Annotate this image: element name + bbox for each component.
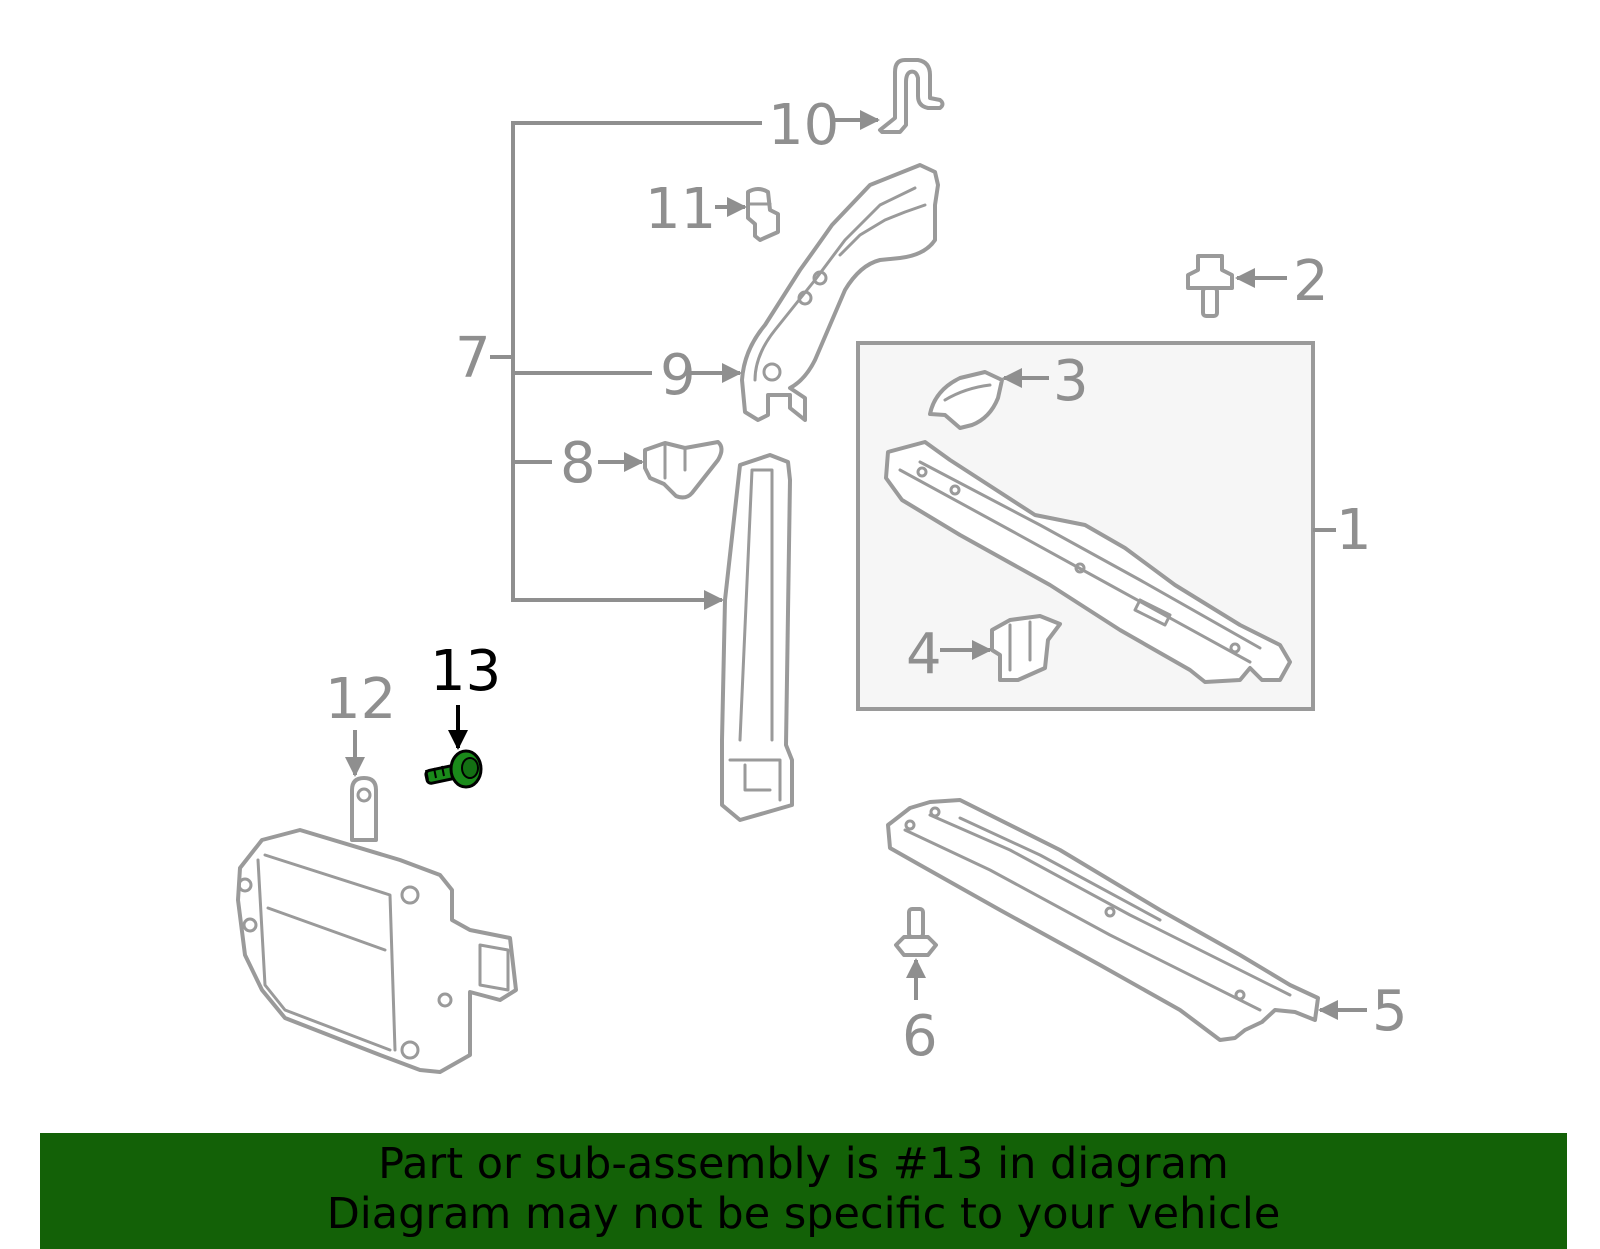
part-10-clip: [835, 58, 945, 134]
part-1-crossmember: [884, 440, 1292, 684]
info-banner: Part or sub-assembly is #13 in diagram D…: [40, 1133, 1567, 1249]
callout-3: 3: [1053, 349, 1089, 414]
part-2-bolt: [1186, 254, 1287, 318]
part-3-bracket: [928, 368, 1049, 430]
part-6-bolt: [894, 907, 938, 1000]
callout-1: 1: [1336, 498, 1372, 563]
part-12-sensor: [236, 730, 518, 1074]
part-4-bracket: [940, 614, 1062, 682]
callout-10: 10: [768, 93, 839, 158]
banner-line-2: Diagram may not be specific to your vehi…: [326, 1189, 1281, 1239]
callout-11: 11: [645, 177, 716, 242]
part-13-bolt: [424, 705, 483, 789]
part-8-bracket: [598, 440, 724, 500]
callout-13: 13: [430, 639, 501, 704]
part-11-retainer: [715, 187, 780, 242]
callout-4: 4: [906, 622, 942, 687]
callout-2: 2: [1293, 249, 1329, 314]
callout-6: 6: [902, 1004, 938, 1069]
part-9-upper-support: [688, 163, 940, 422]
part-7-side-support: [720, 453, 794, 822]
group-7-bracket: [490, 121, 762, 610]
part-5-lower-crossmember: [886, 798, 1367, 1042]
callout-12: 12: [325, 667, 396, 732]
callout-8: 8: [560, 431, 596, 496]
banner-line-1: Part or sub-assembly is #13 in diagram: [378, 1139, 1229, 1189]
callout-9: 9: [660, 343, 696, 408]
callout-7: 7: [455, 326, 491, 391]
callout-5: 5: [1372, 979, 1408, 1044]
